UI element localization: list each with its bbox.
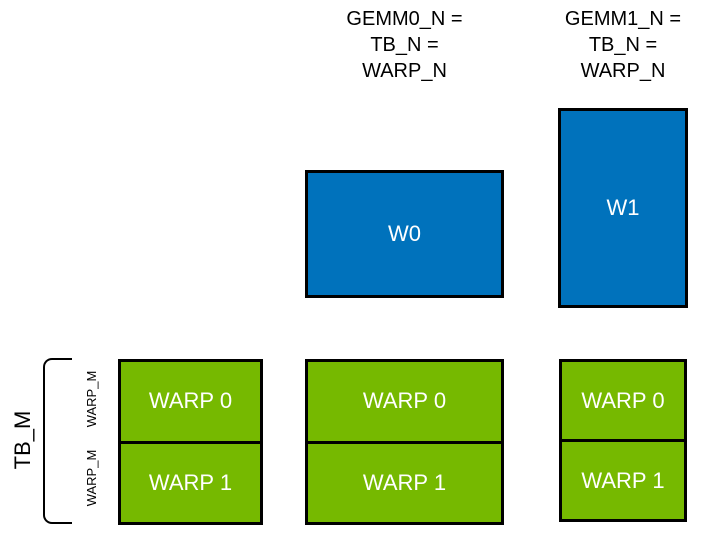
warp-row: WARP 1 [581,467,665,493]
header-line: GEMM0_N = [346,8,463,30]
warp-row: WARP 1 [148,469,233,495]
warp-row: WARP 0 [308,362,501,444]
header-line: WARP_N [580,60,666,82]
header-line: WARP_N [362,60,447,82]
gemm0-column-header: GEMM0_N = TB_N = WARP_N [305,6,504,84]
warp-m-label-row0: WARP_M [84,370,99,428]
warp-row: WARP 0 [562,362,684,442]
tb-m-bracket [43,358,72,524]
warp-row: WARP 1 [362,469,447,495]
warp-box-w1: W1 [558,108,688,308]
tb-m-label: TB_M [10,410,35,470]
warp-box-w0: W0 [305,170,504,298]
header-line: TB_N = [370,34,439,56]
warp-box-w0-label: W0 [388,221,421,246]
warp-tile-column-1: WARP 0 WARP 1 [118,359,263,525]
gemm1-column-header: GEMM1_N = TB_N = WARP_N [554,6,692,84]
header-line: GEMM1_N = [564,8,682,30]
warp-row: WARP 0 [121,362,260,444]
header-line: TB_N = [588,34,658,56]
warp-box-w1-label: W1 [606,195,640,220]
warp-tile-column-2: WARP 0 WARP 1 [305,359,504,525]
warp-tile-column-3: WARP 0 WARP 1 [559,359,687,522]
warp-m-label-row1: WARP_M [84,449,99,507]
